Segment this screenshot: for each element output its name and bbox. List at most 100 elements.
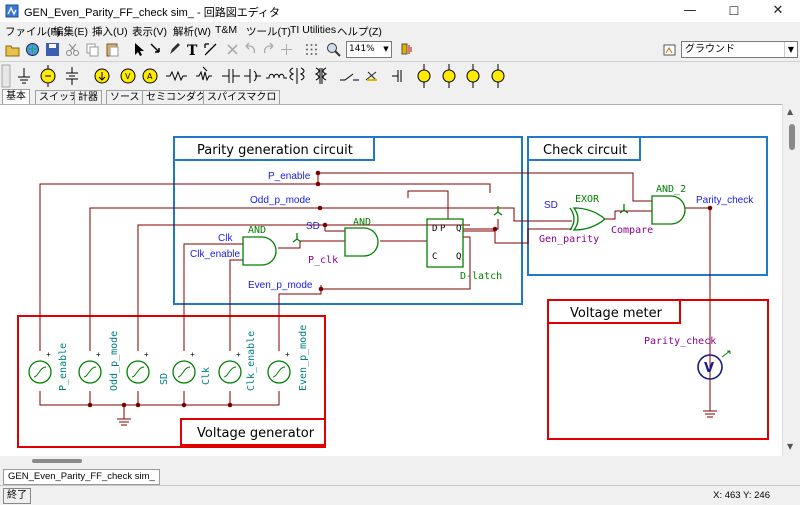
schematic-canvas[interactable]: Parity generation circuit Check circuit … [0,104,782,457]
led4-icon[interactable] [491,64,505,88]
menu-insert[interactable]: 挿入(U) [92,26,128,38]
voltmeter-icon[interactable]: A [142,68,158,84]
label-odd-p-mode: Odd_p_mode [250,195,311,206]
horizontal-scrollbar[interactable] [0,456,782,466]
chevron-down-icon: ▼ [383,45,389,53]
text-icon[interactable]: T [184,41,201,58]
tab-spice-macro[interactable]: スパイスマクロ [203,90,281,104]
generator-even-p-mode[interactable]: + Even_p_mode [267,325,309,391]
ground-icon[interactable] [18,68,30,84]
cross-icon[interactable] [278,41,295,58]
select-arrow-icon[interactable] [130,41,147,58]
pen-icon[interactable] [166,41,183,58]
plus-sign: + [46,350,51,359]
parity-title: Parity generation circuit [197,143,353,158]
open-icon[interactable] [4,41,21,58]
generator-clk-enable[interactable]: + Clk_enable [218,331,257,391]
latch-c-pin: C [432,252,437,262]
exor-gate [572,207,607,231]
layer-select[interactable]: グラウンド ▼ [681,41,798,58]
generator-clk[interactable]: + Clk [172,350,212,385]
close-button[interactable]: ✕ [772,3,784,18]
redo-icon[interactable] [260,41,277,58]
app-icon [5,4,19,18]
save-icon[interactable] [44,41,61,58]
menu-view[interactable]: 表示(V) [132,26,167,38]
plus-sign: + [144,350,149,359]
generator-odd-p-mode[interactable]: + Odd_p_mode [78,331,120,391]
led3-icon[interactable] [466,64,480,88]
and-gate-3 [651,195,686,225]
plus-sign: + [96,350,101,359]
end-button[interactable]: 終了 [3,488,31,504]
scroll-down-icon[interactable]: ▼ [787,442,794,451]
probe-icon[interactable] [398,41,415,58]
flip-icon[interactable] [202,41,219,58]
scroll-thumb[interactable] [32,459,82,463]
menu-bar: ファイル(F) 編集(E) 挿入(U) 表示(V) 解析(W) T&M ツール(… [0,22,800,39]
menu-file[interactable]: ファイル(F) [5,26,61,38]
lamp-icon[interactable] [365,71,377,81]
zoom-select[interactable]: 141% ▼ [346,41,392,58]
logic-gates [242,195,686,268]
meter-title-box [547,299,681,324]
label-clk-enable: Clk_enable [190,249,240,260]
vertical-scrollbar[interactable]: ▲ ▼ [782,104,800,456]
tab-meters[interactable]: 計器 [74,90,102,104]
component-tabs: 基本 スイッチ 計器 ソース セミコンダクタ スパイスマクロ [0,89,800,105]
cut-icon[interactable] [64,41,81,58]
check-title: Check circuit [543,143,627,158]
paste-icon[interactable] [104,41,121,58]
voltmeter[interactable]: V [697,347,731,411]
switch-icon[interactable] [340,73,359,81]
tab-sources[interactable]: ソース [106,90,144,104]
grid-icon[interactable] [303,41,320,58]
led1-icon[interactable] [417,64,431,88]
battery-icon[interactable] [66,67,78,85]
voltage-source-icon[interactable] [40,65,56,87]
globe-icon[interactable] [24,41,41,58]
minimize-button[interactable]: — [683,3,697,18]
capacitor-icon[interactable] [222,69,240,83]
current-source-icon[interactable] [94,68,110,84]
generator-sd[interactable]: + SD [126,350,170,385]
plus-sign: + [285,350,290,359]
menu-analysis[interactable]: 解析(W) [173,26,211,38]
undo-icon[interactable] [242,41,259,58]
document-tab[interactable]: GEN_Even_Parity_FF_check sim_ [3,469,160,485]
diode-icon[interactable] [392,70,402,82]
generator-p-enable[interactable]: + P_enable [28,343,69,391]
wire-arrow-icon[interactable] [148,41,165,58]
ammeter-icon[interactable]: V [120,68,136,84]
scroll-up-icon[interactable]: ▲ [787,107,794,116]
menu-tm[interactable]: T&M [215,24,238,36]
coupled-inductor-icon[interactable] [289,67,305,84]
latch-label: D-latch [460,271,502,282]
menu-help[interactable]: ヘルプ(Z) [337,26,382,38]
generator-title-box [180,418,326,446]
resistor-icon[interactable] [166,70,187,82]
maximize-button[interactable]: ☐ [728,4,740,18]
latch-qbar-pin: Q [456,252,461,262]
menu-tools[interactable]: ツール(T) [246,26,291,38]
component-palette-icons: V A [1,64,505,88]
delete-icon[interactable] [224,41,241,58]
led2-icon[interactable] [442,64,456,88]
zoom-icon[interactable] [325,41,342,58]
plus-sign: + [236,350,241,359]
transformer-icon[interactable] [314,67,328,84]
scroll-thumb[interactable] [789,124,795,150]
voltmeter-symbol: V [704,361,714,376]
copy-icon[interactable] [84,41,101,58]
latch-q-pin: Q [456,224,461,234]
potentiometer-icon[interactable] [196,66,212,82]
layer-value: グラウンド [685,44,735,55]
electrolytic-capacitor-icon[interactable] [244,69,261,83]
menu-edit[interactable]: 編集(E) [53,26,88,38]
inductor-icon[interactable] [266,73,287,79]
menu-ti-utilities[interactable]: TI Utilities [290,24,337,36]
layer-icon[interactable] [661,41,678,58]
tab-basic[interactable]: 基本 [2,89,30,105]
latch-d-pin: D [432,224,437,234]
and-gate-1 [242,236,277,266]
